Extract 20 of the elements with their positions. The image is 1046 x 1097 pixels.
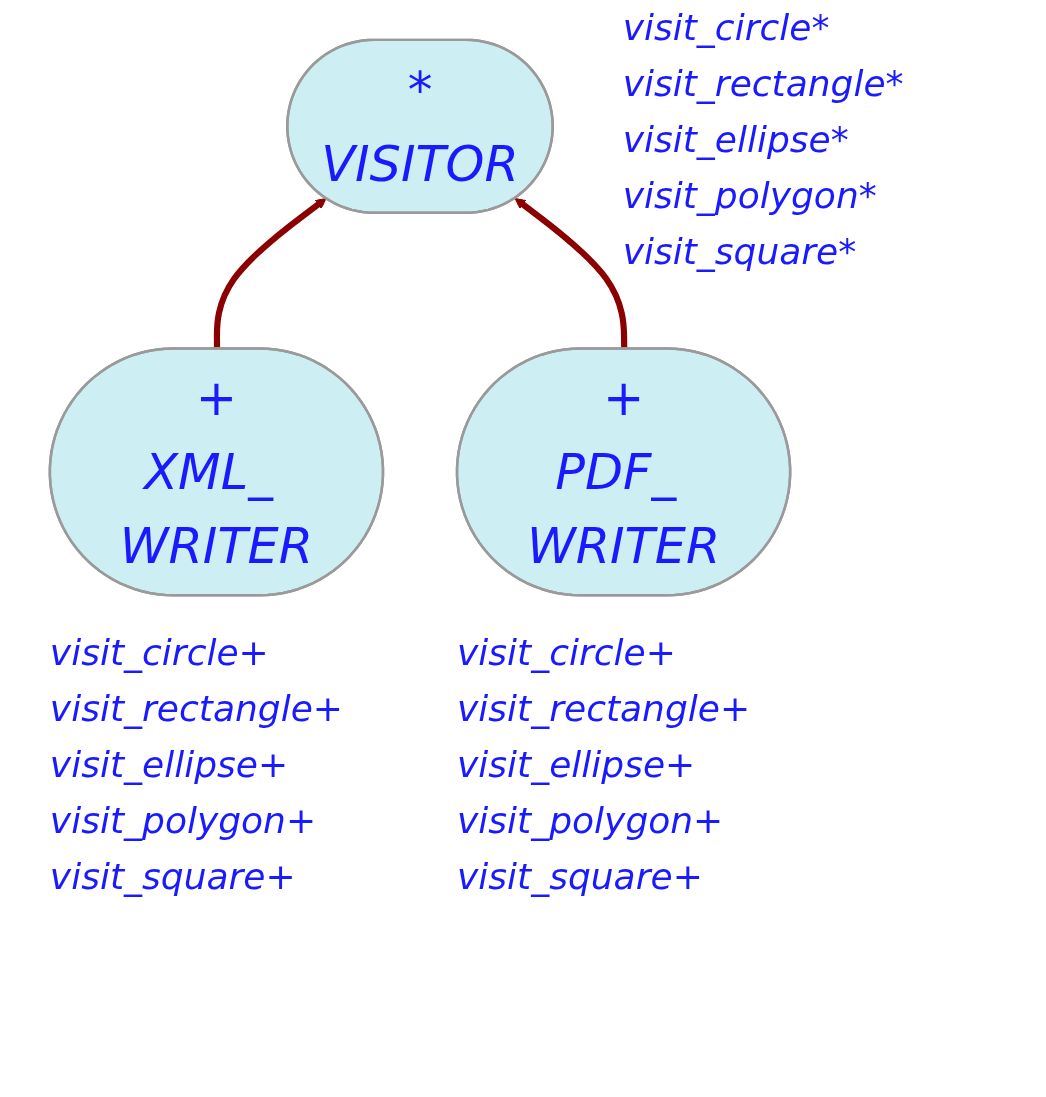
method-name: visit_circle+ bbox=[49, 631, 270, 676]
method-name: visit_ellipse+ bbox=[49, 743, 290, 788]
ellipse-node: + PDF_ WRITER bbox=[455, 347, 792, 597]
method-name: visit_circle* bbox=[622, 6, 831, 50]
method-name: visit_circle+ bbox=[457, 631, 677, 676]
method-name: visit_polygon* bbox=[622, 174, 878, 218]
method-name: visit_rectangle+ bbox=[457, 687, 751, 732]
arrow bbox=[213, 198, 327, 350]
method-name: visit_square+ bbox=[457, 855, 704, 900]
method-name: visit_polygon+ bbox=[49, 799, 318, 844]
method-name: visit_ellipse+ bbox=[457, 743, 697, 788]
method-name: visit_polygon+ bbox=[457, 799, 725, 844]
ellipse-node: + XML_ WRITER bbox=[48, 347, 385, 597]
method-name: visit_rectangle+ bbox=[49, 687, 343, 732]
method-name: visit_square+ bbox=[49, 855, 297, 900]
method-name: visit_rectangle* bbox=[622, 62, 904, 106]
arrow bbox=[514, 198, 628, 350]
method-name: visit_ellipse* bbox=[622, 118, 850, 162]
method-name: visit_square* bbox=[622, 230, 858, 274]
ellipse-node: * VISITOR bbox=[286, 38, 554, 214]
